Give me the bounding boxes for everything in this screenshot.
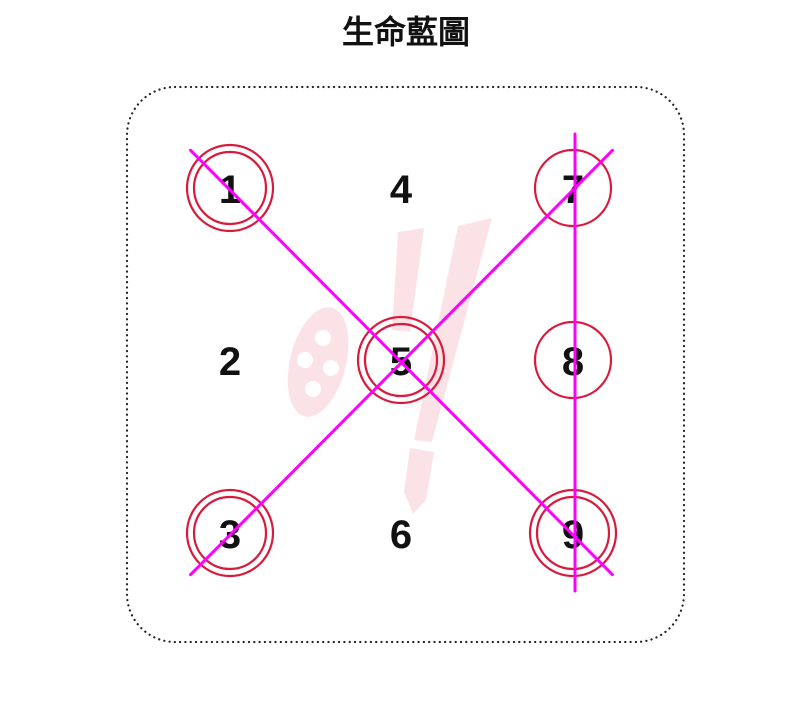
watermark-stroke: [392, 228, 424, 332]
watermark-reel-shape: [287, 307, 349, 417]
number-4: 4: [390, 168, 413, 212]
circle-5-outer: [356, 315, 446, 405]
circle-7: [533, 148, 613, 228]
circle-1-inner: [192, 150, 268, 226]
watermark-reel-hole: [315, 330, 331, 346]
watermark-reel-hole: [297, 352, 313, 368]
circle-9-inner: [535, 495, 611, 571]
circle-5-inner: [363, 322, 439, 398]
page-title: 生命藍圖: [341, 13, 470, 51]
number-2: 2: [219, 340, 241, 384]
watermark-logo: [287, 218, 492, 514]
watermark-reel-hole: [305, 381, 321, 397]
watermark-reel-hole: [323, 360, 339, 376]
number-8: 8: [562, 340, 584, 384]
lines-layer: [189, 132, 614, 593]
circle-1-outer: [185, 143, 275, 233]
circle-8: [533, 320, 613, 400]
circle-9-outer: [528, 488, 618, 578]
watermark-pen-nib: [404, 448, 434, 514]
line-3-5-7: [189, 148, 614, 577]
watermark-stroke: [414, 218, 492, 442]
circles-layer: [185, 143, 618, 578]
number-6: 6: [390, 513, 412, 557]
circle-3-outer: [185, 488, 275, 578]
circle-3-inner: [192, 495, 268, 571]
